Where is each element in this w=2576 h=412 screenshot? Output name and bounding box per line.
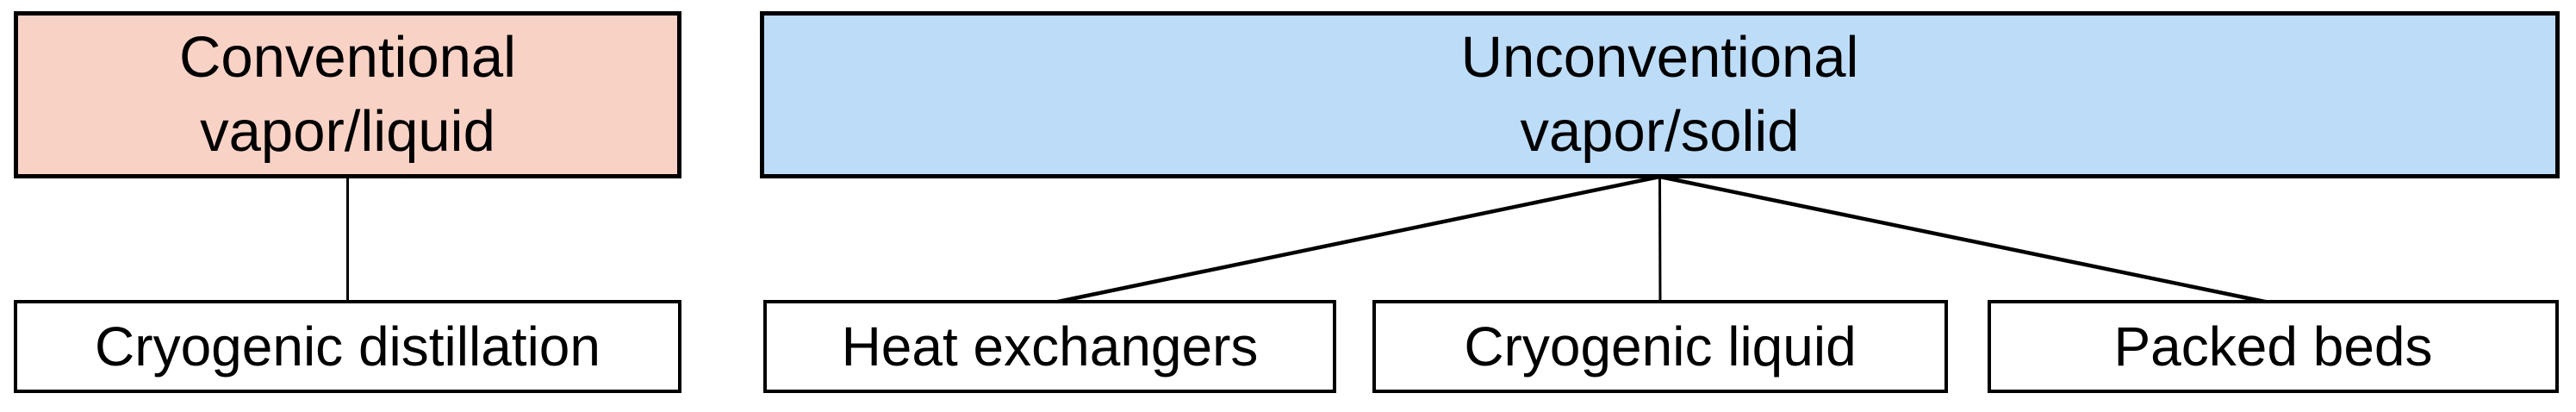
node-label: vapor/liquid: [200, 99, 495, 164]
node-cryogenic-liquid: Cryogenic liquid: [1372, 300, 1948, 393]
node-label: Cryogenic liquid: [1464, 315, 1857, 378]
connector-line: [1659, 174, 2274, 306]
node-label: Conventional: [178, 25, 517, 90]
node-label: Cryogenic distillation: [95, 315, 600, 378]
node-heat-exchangers: Heat exchangers: [763, 300, 1336, 393]
node-label: Unconventional: [1460, 25, 1859, 90]
node-packed-beds: Packed beds: [1988, 300, 2559, 393]
node-unconventional-vapor-solid: Unconventional vapor/solid: [760, 11, 2560, 178]
node-cryogenic-distillation: Cryogenic distillation: [14, 300, 681, 393]
connector-line: [1049, 174, 1660, 306]
node-label: vapor/solid: [1520, 99, 1800, 164]
node-conventional-vapor-liquid: Conventional vapor/liquid: [14, 11, 681, 178]
connector-line: [1658, 176, 1662, 304]
node-label: Heat exchangers: [841, 315, 1259, 378]
node-label: Packed beds: [2113, 315, 2433, 378]
